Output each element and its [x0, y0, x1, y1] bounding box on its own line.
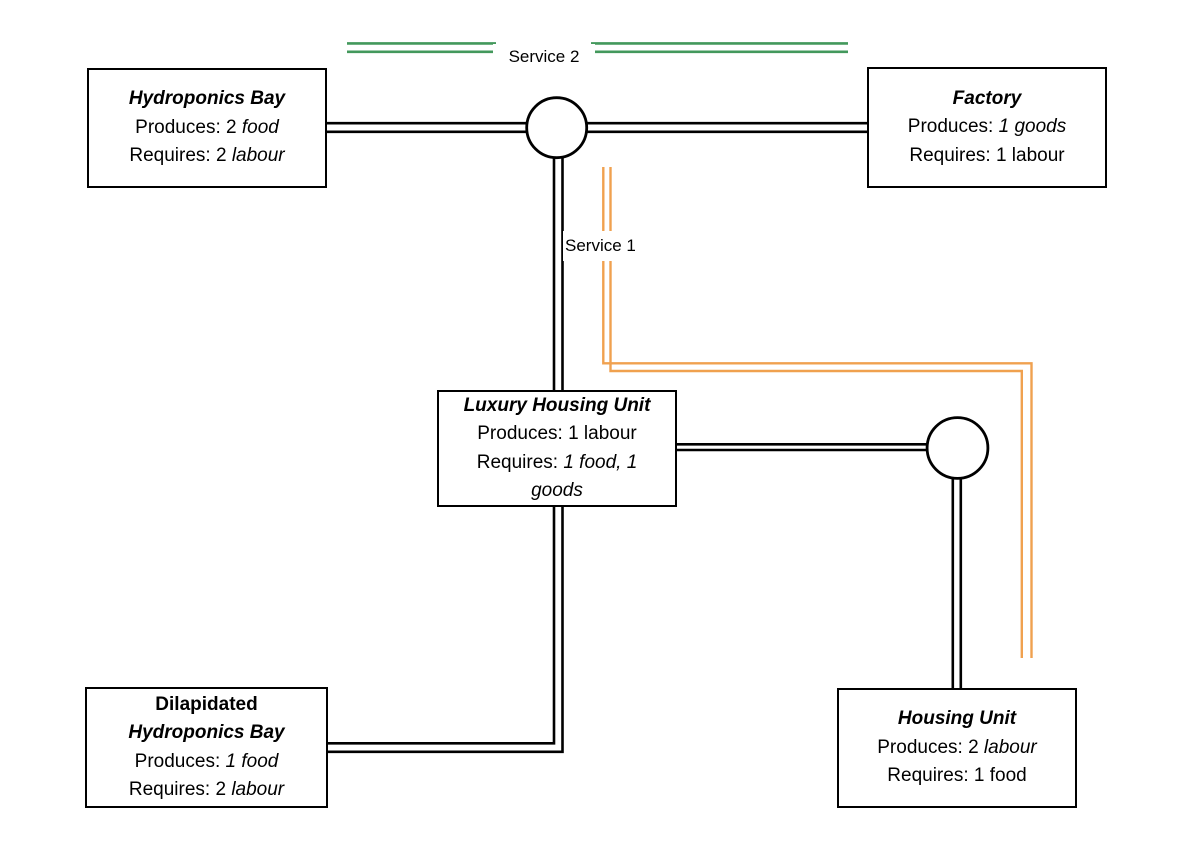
- node-title: Factory: [952, 87, 1022, 109]
- node-requires: Requires: 1 food: [887, 765, 1027, 787]
- node-title: Housing Unit: [897, 708, 1017, 730]
- node-produces: Produces: 2 food: [135, 116, 279, 138]
- node-factory: Factory Produces: 1 goods Requires: 1 la…: [867, 67, 1107, 188]
- node-produces: Produces: 1 goods: [907, 116, 1067, 138]
- service2-line: [347, 42, 848, 54]
- node-title: Dilapidated: [155, 693, 258, 715]
- node-requires: Requires: 1 labour: [909, 144, 1065, 166]
- node-title-line2: Hydroponics Bay: [128, 722, 285, 743]
- node-luxury-housing-unit: Luxury Housing Unit Produces: 1 labour R…: [437, 390, 677, 507]
- service1-line: [602, 167, 1033, 658]
- node-requires: Requires: 2 labour: [128, 779, 285, 800]
- node-hydroponics-bay: Hydroponics Bay Produces: 2 food Require…: [87, 68, 327, 188]
- junction-1: [525, 96, 589, 160]
- node-produces: Produces: 1 labour: [477, 423, 637, 444]
- node-requires: Requires: 2 labour: [129, 145, 285, 167]
- service1-label: Service 1: [563, 231, 657, 261]
- node-requires: Requires: 1 food, 1 goods: [476, 451, 638, 502]
- node-dilapidated-hydroponics-bay: Dilapidated Hydroponics Bay Produces: 1 …: [85, 687, 328, 808]
- node-produces: Produces: 1 food: [134, 750, 279, 772]
- roads: [327, 121, 963, 754]
- node-title: Hydroponics Bay: [128, 88, 286, 110]
- service2-label: Service 2: [493, 44, 595, 70]
- junction-2: [925, 416, 990, 480]
- node-housing-unit: Housing Unit Produces: 2 labour Requires…: [837, 688, 1077, 808]
- node-produces: Produces: 2 labour: [877, 736, 1037, 758]
- node-title: Luxury Housing Unit: [463, 394, 651, 416]
